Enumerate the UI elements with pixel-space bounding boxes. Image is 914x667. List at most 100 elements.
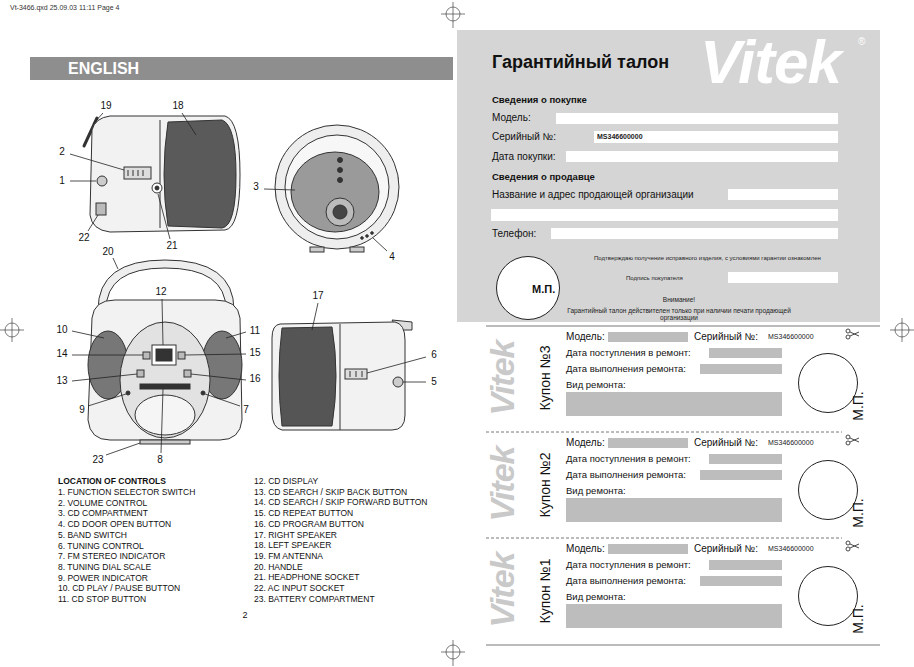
form-label: Модель:	[566, 543, 605, 555]
list-item: 18. LEFT SPEAKER	[254, 541, 331, 551]
list-item: 10. CD PLAY / PAUSE BUTTON	[58, 584, 180, 594]
form-label: Дата покупки:	[492, 151, 556, 163]
callout-number: 17	[312, 290, 323, 302]
leader-lines	[70, 113, 426, 455]
serial-field: MS346600000	[594, 131, 838, 143]
file-header: Vt-3466.qxd 25.09.03 11:11 Page 4	[10, 4, 120, 12]
form-label: Дата выполнения ремонта:	[566, 576, 686, 587]
callout-number: 12	[155, 286, 166, 298]
brand-watermark: Vitek	[483, 340, 522, 415]
list-item: 2. VOLUME CONTROL	[58, 499, 147, 509]
callout-number: 11	[250, 325, 260, 337]
list-item: 19. FM ANTENNA	[254, 552, 323, 562]
callout-number: 5	[431, 376, 437, 388]
stamp-circle: М.П.	[798, 460, 858, 520]
form-fields	[491, 113, 838, 283]
section-heading: ENGLISH	[68, 59, 139, 77]
radio-view-side	[84, 116, 240, 232]
callout-number: 9	[79, 404, 85, 416]
form-label: Вид ремонта:	[566, 486, 626, 497]
brand-watermark: Vitek	[483, 446, 522, 521]
form-label: Серийный №:	[694, 331, 758, 343]
form-label: Название и адрес продающей организации	[492, 189, 694, 201]
form-label: Серийный №:	[694, 437, 758, 449]
list-item: 17. RIGHT SPEAKER	[254, 531, 337, 541]
list-item: 12. CD DISPLAY	[254, 477, 318, 487]
section-band: ENGLISH	[30, 57, 453, 80]
stamp-mark: М.П.	[850, 498, 866, 528]
list-item: 16. CD PROGRAM BUTTON	[254, 520, 364, 530]
callout-number: 3	[253, 181, 259, 193]
form-label: Вид ремонта:	[566, 592, 626, 603]
form-label: Вид ремонта:	[566, 380, 626, 391]
callout-number: 21	[166, 240, 177, 252]
form-label: Модель:	[566, 331, 605, 343]
callout-number: 20	[102, 246, 113, 258]
callout-number: 16	[249, 373, 260, 385]
callout-number: 14	[56, 348, 67, 360]
callout-number: 4	[389, 251, 395, 263]
form-label: Серийный №:	[492, 131, 556, 143]
brand-watermark: Vitek	[483, 552, 522, 627]
radio-view-back	[275, 125, 399, 252]
callout-number: 18	[172, 100, 183, 112]
coupon-fields	[566, 332, 782, 628]
list-item: 9. POWER INDICATOR	[58, 574, 148, 584]
serial-number: MS346600000	[597, 133, 643, 141]
brand-logo: Vitek	[700, 26, 841, 97]
callout-number: 19	[100, 100, 111, 112]
list-item: 8. TUNING DIAL SCALE	[58, 563, 151, 573]
form-label: MS346600000	[768, 439, 814, 447]
form-label: Гарантийный талон действителен только пр…	[561, 307, 797, 322]
callout-number: 6	[431, 349, 437, 361]
coupon-panel: Купон №3 М.П.	[486, 326, 880, 432]
callout-number: 1	[59, 175, 65, 187]
form-label: Модель:	[566, 437, 605, 449]
callout-number: 22	[78, 232, 89, 244]
form-label: Сведения о продавце	[492, 172, 595, 183]
stamp-mark: М.П.	[532, 283, 555, 296]
list-item: 3. CD COMPARTMENT	[58, 510, 148, 520]
stamp-circle: М.П.	[798, 353, 858, 413]
callout-number: 15	[249, 347, 260, 359]
coupon-title: Купон №3	[537, 346, 553, 411]
radio-view-right	[272, 320, 412, 430]
radio-view-front	[88, 260, 242, 444]
page-number: 2	[242, 610, 247, 620]
list-item: 23. BATTERY COMPARTMENT	[254, 595, 375, 605]
list-item: 22. AC INPUT SOCKET	[254, 584, 345, 594]
list-item: 6. TUNING CONTROL	[58, 542, 144, 552]
form-label: Серийный №:	[694, 543, 758, 555]
form-label: MS346600000	[768, 545, 814, 553]
list-item: 7. FM STEREO INDICATOR	[58, 552, 165, 562]
form-label: Телефон:	[492, 228, 536, 240]
list-item: 14. CD SEARCH / SKIP FORWARD BUTTON	[254, 499, 428, 509]
stamp-mark: М.П.	[850, 604, 866, 634]
form-label: MS346600000	[768, 333, 814, 341]
coupon-lines	[486, 326, 880, 645]
coupon-title: Купон №1	[537, 559, 553, 624]
stamp-circle: М.П.	[798, 566, 858, 626]
callout-number: 2	[59, 146, 65, 158]
form-label: Внимание!	[663, 296, 695, 303]
form-label: Модель:	[492, 112, 531, 124]
list-item: 5. BAND SWITCH	[58, 531, 127, 541]
list-item: 13. CD SEARCH / SKIP BACK BUTTON	[254, 488, 407, 498]
list-item: 15. CD REPEAT BUTTON	[254, 509, 353, 519]
callout-number: 13	[56, 375, 67, 387]
list-item: 11. CD STOP BUTTON	[58, 595, 146, 605]
form-label: Дата выполнения ремонта:	[566, 470, 686, 481]
list-item: 4. CD DOOR OPEN BUTTON	[58, 520, 171, 530]
form-label: Подтверждаю получение исправного изделия…	[594, 255, 821, 262]
coupon-title: Купон №2	[537, 453, 553, 518]
list-item: 21. HEADPHONE SOCKET	[254, 573, 359, 583]
callout-number: 10	[56, 324, 67, 336]
card-title: Гарантийный талон	[492, 52, 669, 73]
form-label: Дата поступления в ремонт:	[566, 348, 691, 359]
form-label: Подпись покупателя	[626, 275, 683, 282]
stamp-mark: М.П.	[850, 391, 866, 421]
callout-number: 7	[243, 404, 249, 416]
coupon-panel: Купон №1 М.П.	[486, 539, 880, 645]
